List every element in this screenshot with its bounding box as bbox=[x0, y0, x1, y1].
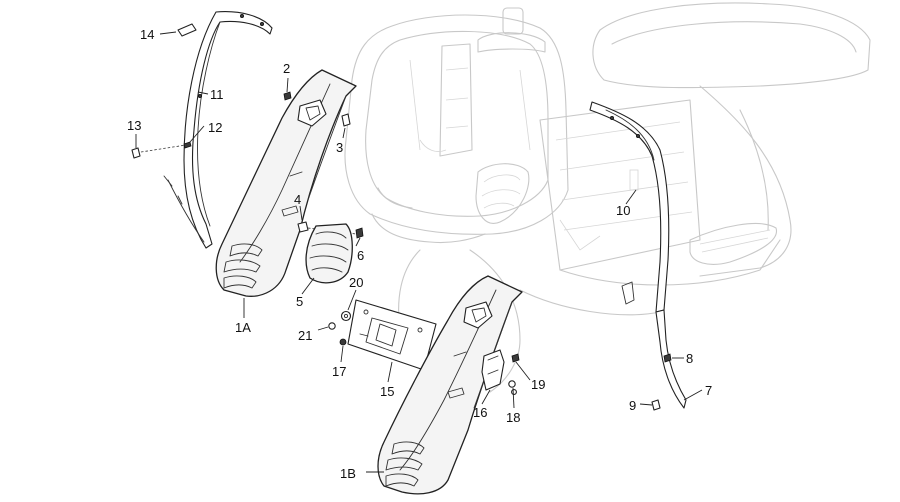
callout-21: 21 bbox=[298, 328, 312, 343]
part-6-stud bbox=[355, 227, 364, 239]
callout-1B: 1B bbox=[340, 466, 356, 481]
callout-5: 5 bbox=[296, 294, 303, 309]
callout-14: 14 bbox=[140, 27, 154, 42]
callout-3: 3 bbox=[336, 140, 343, 155]
callout-11: 11 bbox=[210, 87, 224, 102]
callout-15: 15 bbox=[380, 384, 394, 399]
part-20-washer bbox=[340, 310, 352, 322]
part-17-bolt bbox=[339, 338, 347, 346]
part-18-nut bbox=[508, 380, 517, 395]
part-3-clip bbox=[341, 113, 351, 127]
callout-9: 9 bbox=[629, 398, 636, 413]
callout-18: 18 bbox=[506, 410, 520, 425]
part-1A-left-panel bbox=[215, 69, 357, 297]
callout-7: 7 bbox=[705, 383, 712, 398]
part-15-bracket-plate bbox=[347, 299, 437, 371]
callout-8: 8 bbox=[686, 351, 693, 366]
part-8-screw bbox=[663, 353, 672, 363]
callout-13: 13 bbox=[127, 118, 141, 133]
callout-16: 16 bbox=[473, 405, 487, 420]
part-12-screw bbox=[183, 141, 192, 149]
part-1B-right-panel bbox=[377, 275, 523, 495]
callout-10: 10 bbox=[616, 203, 630, 218]
part-4-clip bbox=[297, 221, 309, 233]
part-13-clip bbox=[131, 147, 141, 159]
part-14-grommet bbox=[177, 23, 197, 37]
callout-6: 6 bbox=[357, 248, 364, 263]
leader-lines bbox=[135, 31, 703, 473]
part-2-screw bbox=[283, 91, 292, 101]
callout-2: 2 bbox=[283, 61, 290, 76]
callout-4: 4 bbox=[294, 192, 301, 207]
scooter-body-outline bbox=[344, 2, 871, 393]
part-7-trim-strip bbox=[621, 281, 687, 409]
callout-19: 19 bbox=[531, 377, 545, 392]
part-9-clip bbox=[651, 399, 661, 411]
callout-20: 20 bbox=[349, 275, 363, 290]
callout-17: 17 bbox=[332, 364, 346, 379]
callout-labels: 14 11 12 13 2 3 4 6 5 1A 20 21 17 15 1B … bbox=[127, 27, 712, 481]
part-11-trim-strip bbox=[163, 11, 273, 249]
callout-1A: 1A bbox=[235, 320, 251, 335]
part-16-hinge-bracket bbox=[481, 349, 505, 391]
part-21-nut bbox=[328, 322, 336, 330]
part-5-vent-grille bbox=[305, 223, 353, 284]
part-19-screw bbox=[511, 353, 520, 363]
callout-12: 12 bbox=[208, 120, 222, 135]
